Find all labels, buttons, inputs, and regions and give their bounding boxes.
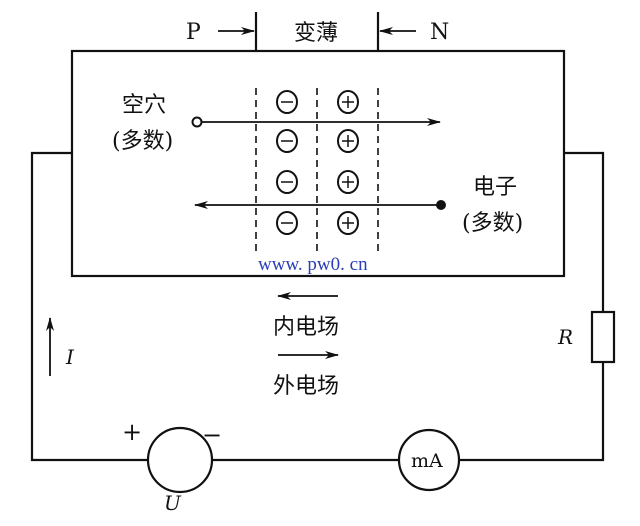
thin-label: 变薄 xyxy=(294,21,338,46)
positive-ion-icon xyxy=(337,129,359,153)
resistor xyxy=(590,310,616,364)
negative-ion-icon xyxy=(276,170,298,194)
positive-ion-icon xyxy=(337,170,359,194)
outer-field-label: 外电场 xyxy=(273,374,339,399)
source-label: U xyxy=(164,491,182,515)
p-label: P xyxy=(186,20,201,45)
wire-right xyxy=(459,151,605,462)
hole-icon xyxy=(191,116,203,128)
voltage-source xyxy=(146,426,214,494)
positive-ion-icon xyxy=(337,90,359,114)
electron-icon xyxy=(436,200,446,210)
wire-left xyxy=(30,151,148,462)
pn-junction-block xyxy=(70,49,566,278)
watermark: www. pw0. cn xyxy=(258,254,368,275)
positive-ion-icon xyxy=(337,211,359,235)
negative-ion-icon xyxy=(276,129,298,153)
negative-ion-icon xyxy=(276,90,298,114)
hole-majority-label: (多数) xyxy=(112,129,173,154)
electron-majority-label: (多数) xyxy=(462,211,523,236)
electron-label: 电子 xyxy=(473,175,517,200)
negative-ion-icon xyxy=(276,211,298,235)
ammeter-label: mA xyxy=(411,450,443,472)
minus-label: − xyxy=(202,421,222,449)
resistor-label: R xyxy=(557,325,573,349)
inner-field-label: 内电场 xyxy=(273,315,339,340)
ammeter xyxy=(397,428,461,492)
plus-label: + xyxy=(122,418,142,446)
hole-label: 空穴 xyxy=(122,93,166,118)
n-label: N xyxy=(430,20,449,45)
current-label: I xyxy=(65,345,75,369)
